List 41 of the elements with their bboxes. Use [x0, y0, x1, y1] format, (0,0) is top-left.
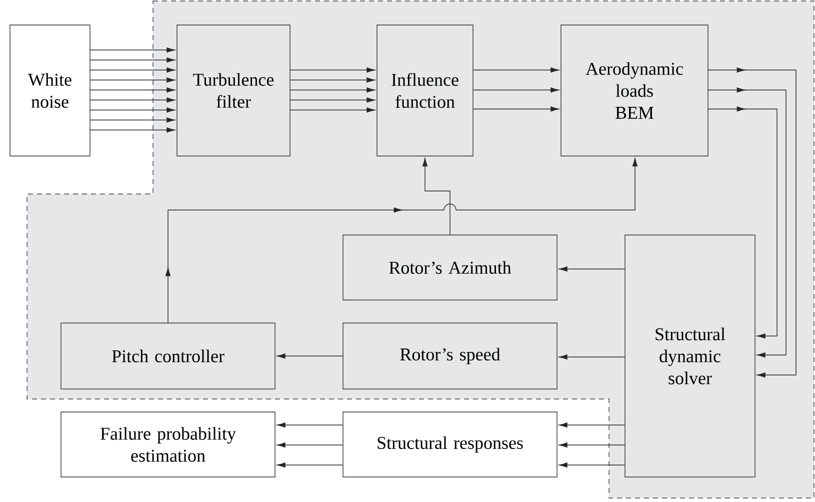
- arrow: [165, 158, 638, 323]
- process-box: Structural responses: [342, 412, 558, 478]
- arrow: [558, 354, 625, 360]
- arrow: [473, 67, 560, 73]
- arrow: [90, 87, 176, 93]
- arrow: [708, 106, 778, 339]
- process-box: Rotor’s speed: [342, 322, 558, 390]
- arrow: [276, 442, 343, 448]
- arrow: [422, 158, 450, 235]
- arrow: [90, 97, 176, 103]
- process-box: White noise: [10, 24, 90, 156]
- arrow: [90, 127, 176, 133]
- process-box: Failure probability estimation: [60, 412, 276, 478]
- arrow: [558, 266, 625, 272]
- arrow: [90, 77, 176, 83]
- process-box: Structural dynamic solver: [624, 234, 756, 478]
- process-box: Aerodynamic loads BEM: [560, 24, 708, 156]
- arrow: [290, 67, 376, 73]
- arrow: [276, 353, 343, 359]
- arrow: [90, 117, 176, 123]
- arrow: [290, 87, 376, 93]
- arrow: [276, 462, 343, 468]
- arrow: [290, 107, 376, 113]
- arrow: [290, 77, 376, 83]
- arrow: [90, 57, 176, 63]
- arrow: [290, 97, 376, 103]
- process-box: Turbulence filter: [176, 24, 290, 156]
- arrow: [473, 106, 560, 112]
- arrow: [90, 67, 176, 73]
- arrow: [708, 87, 786, 358]
- arrow: [708, 67, 796, 378]
- arrow: [90, 47, 176, 53]
- arrow: [473, 87, 560, 93]
- arrow: [558, 422, 625, 428]
- arrow: [558, 442, 625, 448]
- arrow: [558, 462, 625, 468]
- process-box: Influence function: [376, 24, 474, 156]
- process-box: Rotor’s Azimuth: [342, 234, 558, 300]
- arrow: [276, 422, 343, 428]
- process-box: Pitch controller: [60, 322, 276, 390]
- arrow: [90, 107, 176, 113]
